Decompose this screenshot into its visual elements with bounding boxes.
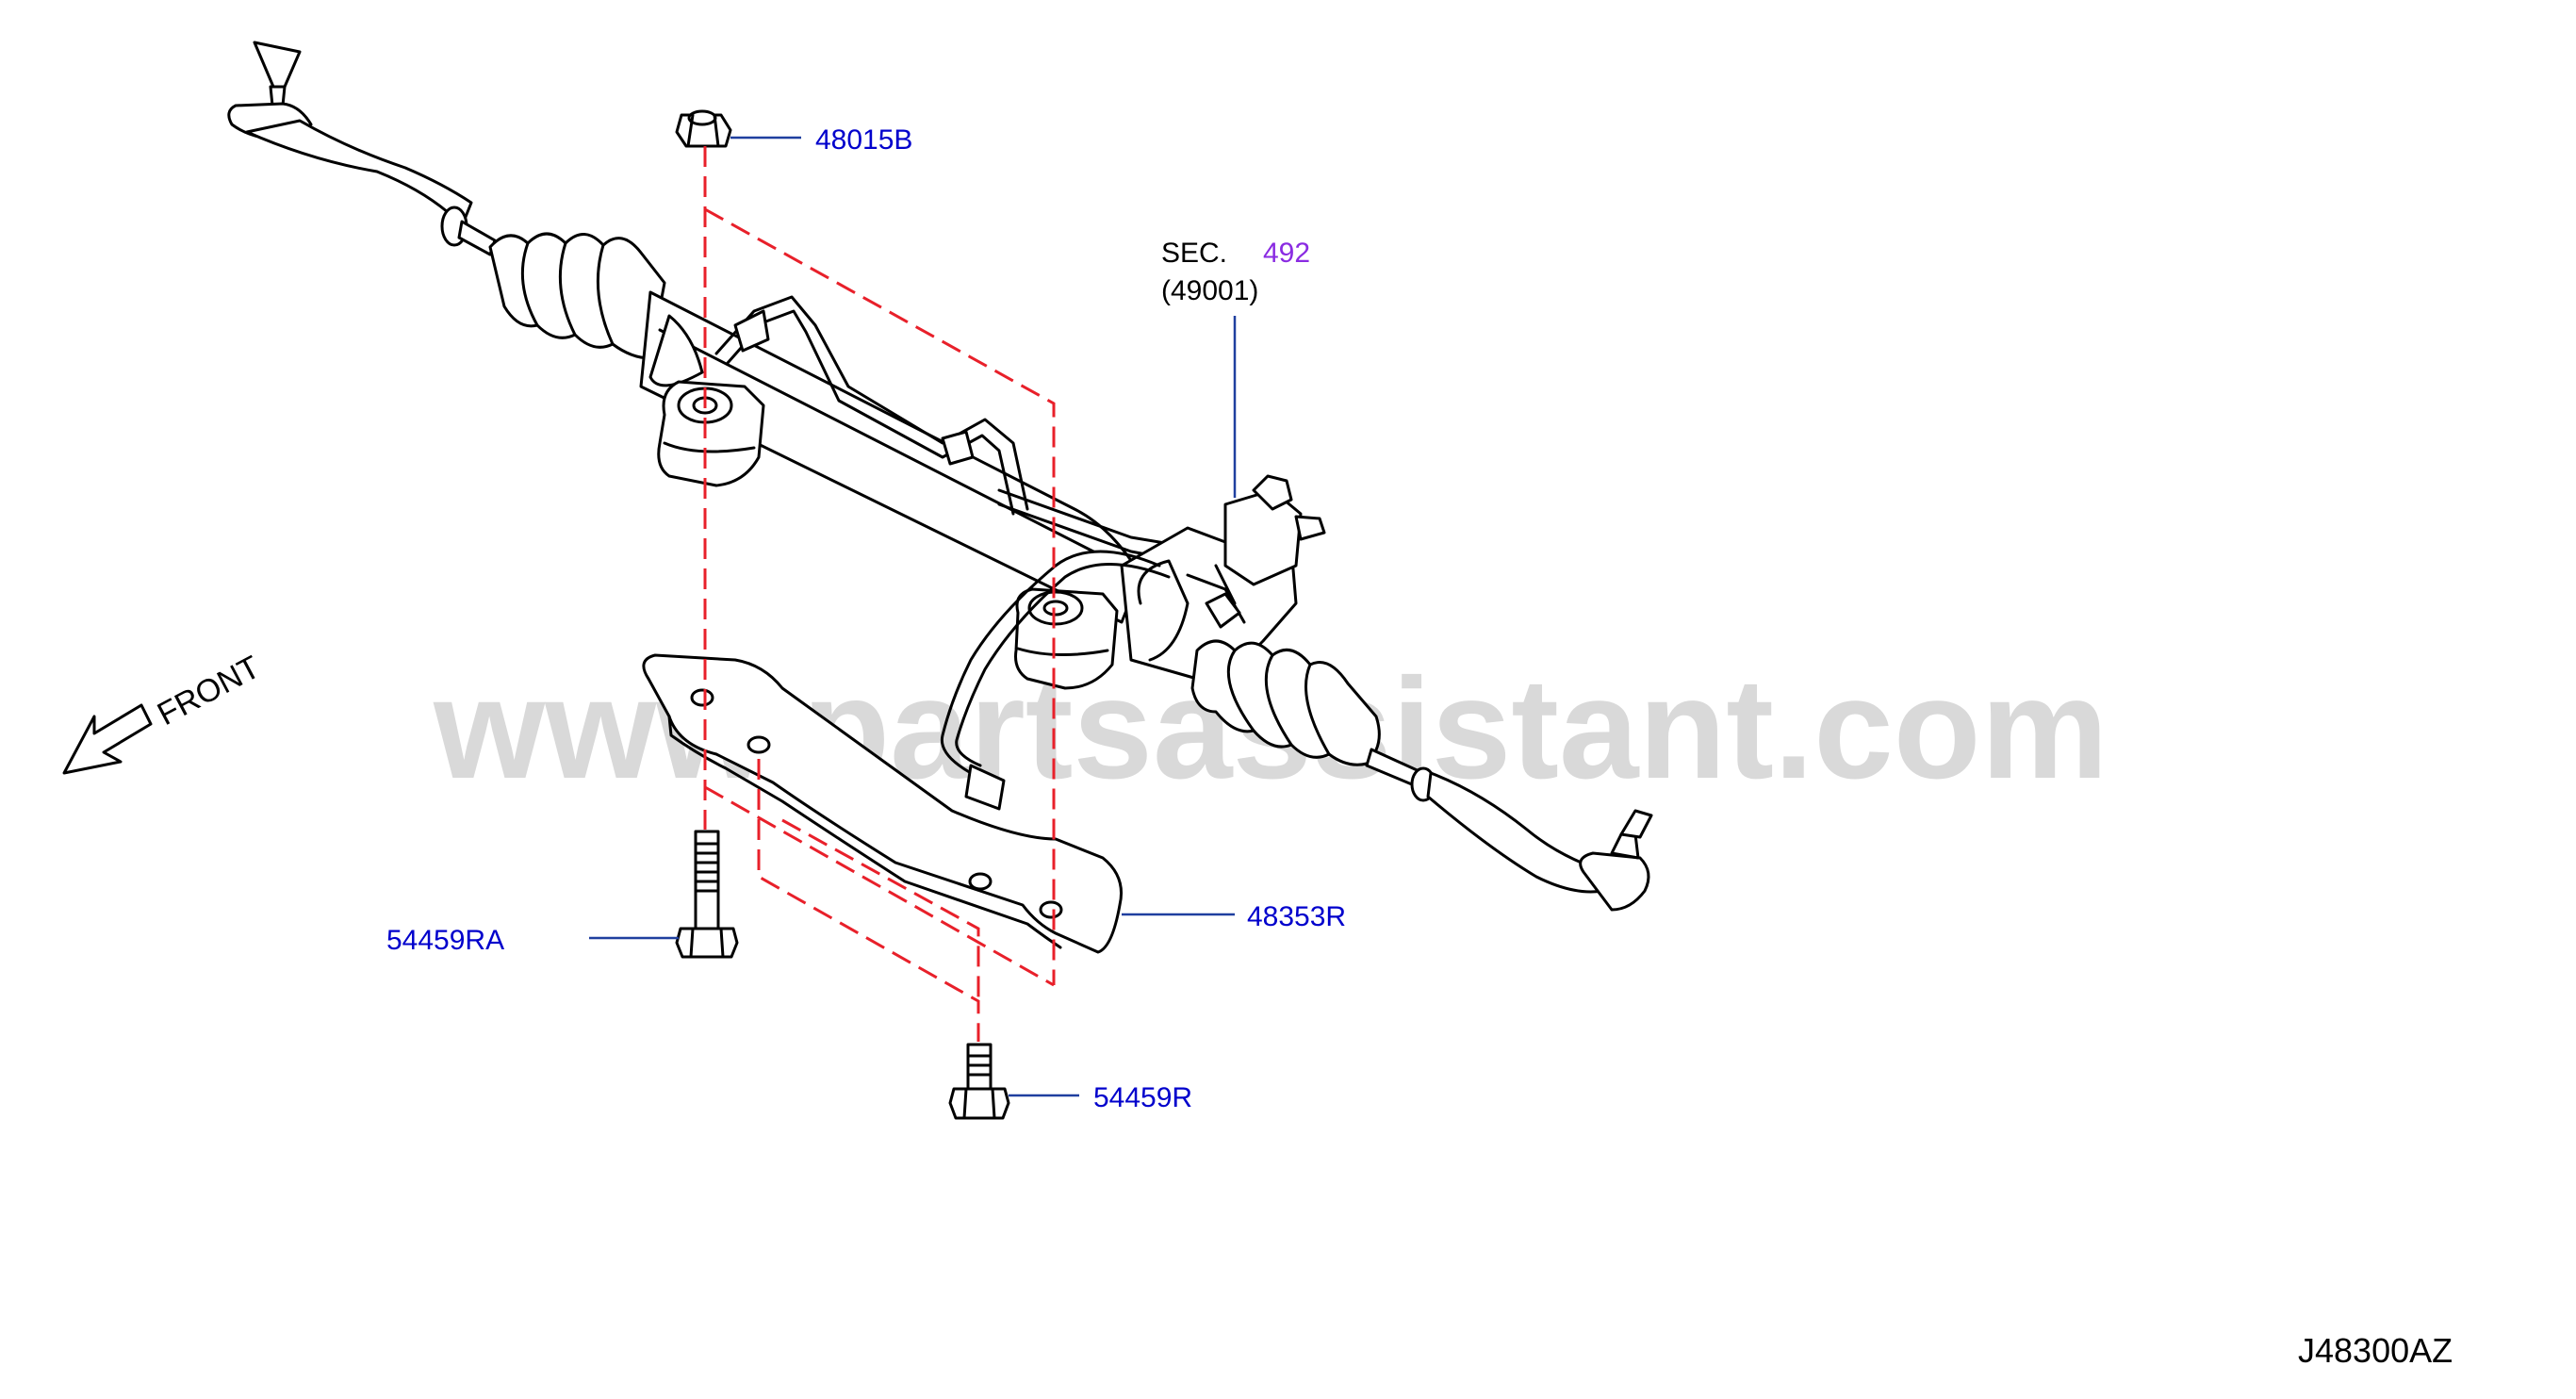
- bracket-48353r: [642, 653, 1123, 954]
- part-label-54459ra[interactable]: 54459RA: [386, 925, 504, 956]
- part-label-54459r[interactable]: 54459R: [1093, 1082, 1192, 1113]
- part-label-48015b[interactable]: 48015B: [815, 124, 912, 156]
- bolt-54459r: [948, 1043, 1010, 1120]
- drawing-code: J48300AZ: [2298, 1331, 2453, 1370]
- gear-valve-body: [1120, 474, 1326, 681]
- left-mount-clamp: [657, 380, 765, 487]
- bolt-54459ra: [675, 830, 739, 959]
- right-mount-clamp: [1014, 587, 1119, 690]
- feed-hose: [940, 550, 1171, 811]
- nut-48015b: [675, 109, 732, 148]
- front-direction-indicator: FRONT: [62, 650, 266, 775]
- front-label: FRONT: [152, 650, 266, 733]
- steering-rack-assembly: [227, 41, 1653, 912]
- part-label-48353r[interactable]: 48353R: [1247, 901, 1346, 932]
- left-tie-rod: [227, 41, 497, 256]
- assembly-guides: [703, 146, 1056, 1042]
- section-subnumber: (49001): [1161, 275, 1258, 306]
- section-prefix: SEC.: [1161, 238, 1227, 269]
- left-boot: [488, 232, 666, 360]
- front-arrow-icon: [62, 703, 153, 775]
- leader-lines: [589, 136, 1237, 1097]
- right-tie-rod: [1365, 748, 1653, 912]
- section-link-492[interactable]: 492: [1263, 238, 1310, 269]
